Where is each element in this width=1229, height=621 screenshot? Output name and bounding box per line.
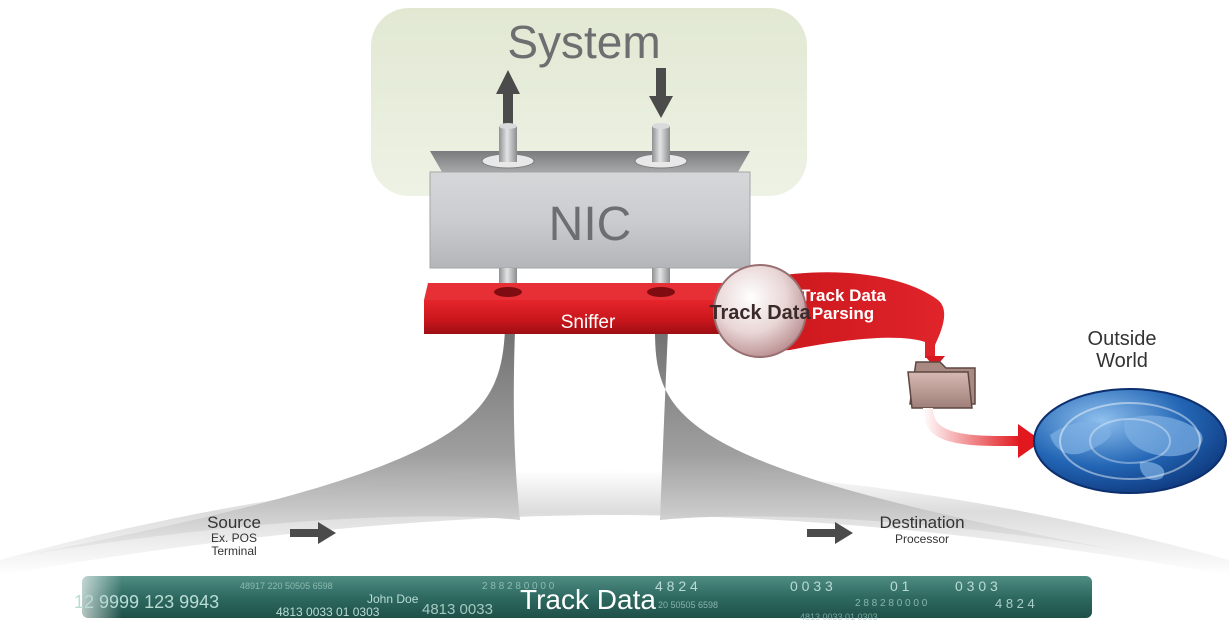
source-arrow-icon (290, 522, 336, 544)
system-label: System (507, 16, 660, 68)
strip-frag-1: 2 8 8 2 8 0 0 0 0 (482, 581, 555, 592)
upper-pipe-left (499, 126, 517, 162)
strip-frag-4: 0 1 (890, 578, 910, 594)
sniffer-bar: Sniffer (424, 283, 746, 334)
bubble-label: Track Data (709, 302, 811, 324)
strip-frag-8: 4813 0033 01 0303 (276, 605, 380, 619)
strip-frag-2: 4 8 2 4 (655, 578, 698, 594)
track-data-strip: 48917 220 50505 6598 2 8 8 2 8 0 0 0 0 4… (62, 576, 1092, 621)
strip-frag-0: 48917 220 50505 6598 (240, 581, 333, 591)
source-funnel (20, 330, 520, 556)
ribbon-line2: Parsing (812, 304, 874, 323)
destination-title: Destination (879, 513, 964, 532)
strip-frag-7: John Doe (367, 592, 419, 606)
source-sub2: Terminal (211, 544, 256, 558)
strip-frag-13: 4813 0033 01 0303 (800, 612, 878, 621)
strip-frag-3: 0 0 3 3 (790, 578, 833, 594)
outgoing-arrow-icon (923, 408, 1042, 458)
strip-frag-11: 2 8 8 2 8 0 0 0 0 (855, 598, 928, 609)
up-arrow-icon (496, 70, 520, 124)
sniffer-label: Sniffer (561, 312, 616, 333)
destination-funnel (655, 330, 1150, 556)
nic-block: NIC (429, 151, 751, 269)
destination-sub: Processor (895, 532, 949, 546)
outside-line1: Outside (1088, 328, 1157, 350)
folder-icon (907, 361, 976, 409)
outside-line2: World (1096, 350, 1148, 372)
strip-frag-12: 4 8 2 4 (995, 596, 1035, 611)
strip-frag-6: 12 9999 123 9943 (74, 592, 219, 612)
destination-arrow-icon (807, 522, 853, 544)
strip-label: Track Data (520, 584, 656, 615)
strip-frag-9: 4813 0033 (422, 601, 493, 618)
system-box: System (371, 8, 807, 196)
upper-pipe-right (652, 126, 670, 162)
source-title: Source (207, 513, 261, 532)
track-data-bubble: Track Data (709, 264, 811, 358)
source-sub1: Ex. POS (211, 531, 257, 545)
globe-icon (1033, 388, 1227, 494)
ribbon-line1: Track Data (800, 286, 887, 305)
strip-frag-5: 0 3 0 3 (955, 578, 998, 594)
down-arrow-icon (649, 68, 673, 118)
nic-label: NIC (549, 198, 632, 251)
strip-frag-10: 20 50505 6598 (658, 600, 718, 610)
